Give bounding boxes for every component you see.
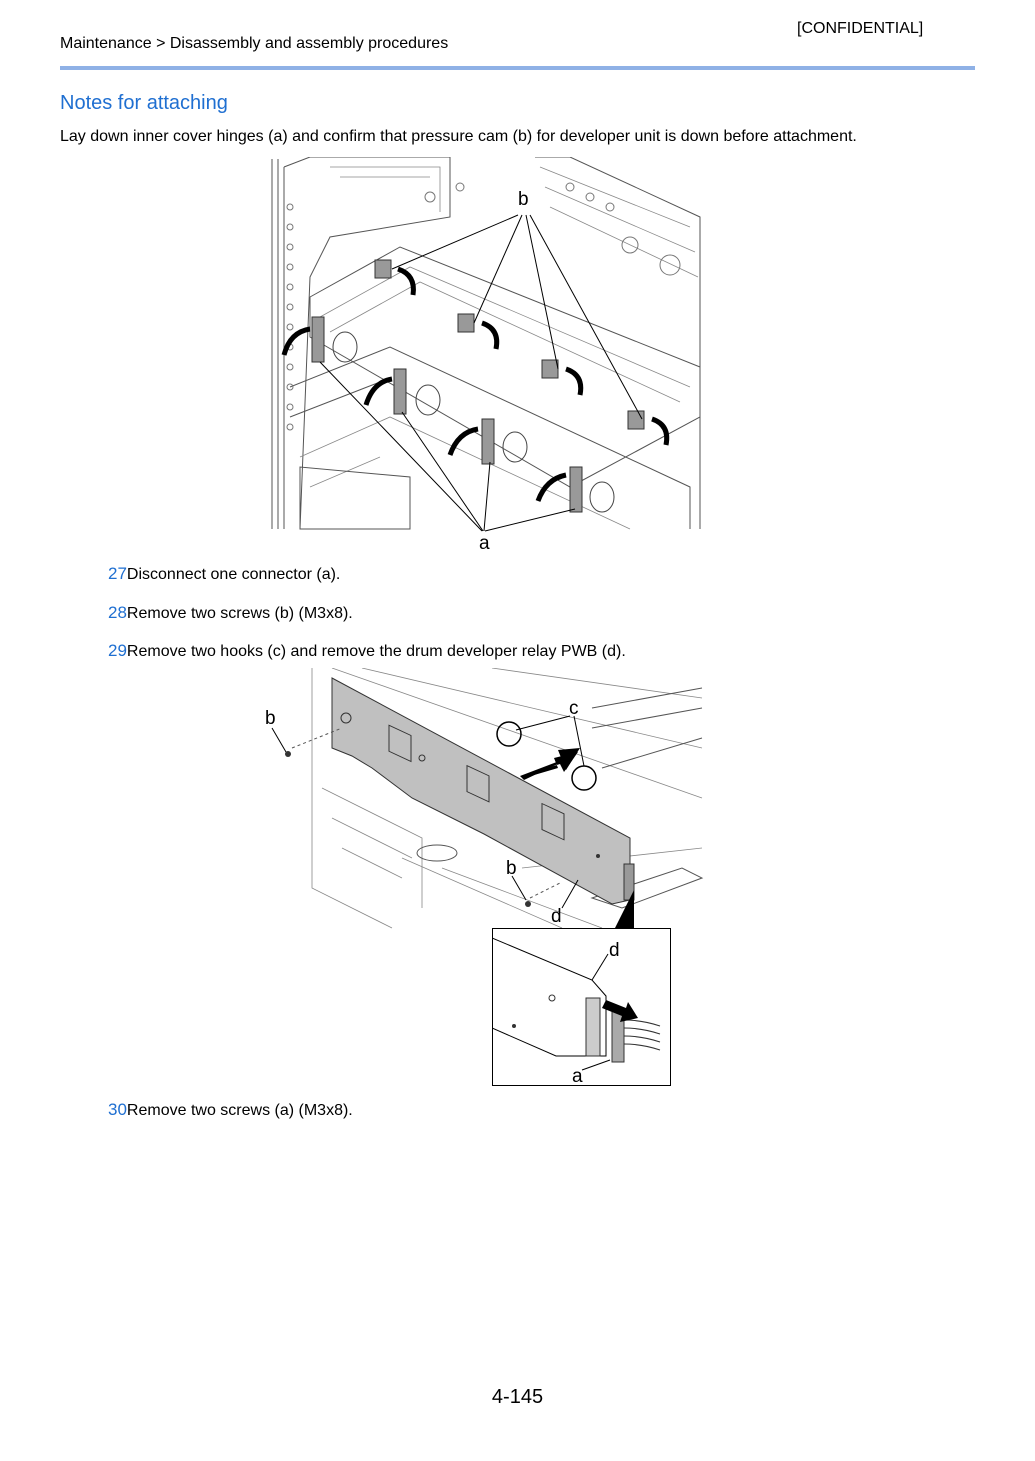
- callout-d: d: [551, 906, 562, 927]
- pwb-board: [331, 677, 635, 905]
- callout-b-top: b: [265, 708, 276, 729]
- callout-a: a: [479, 533, 490, 554]
- removal-arrow-body: [520, 748, 580, 780]
- step-number: 28: [108, 603, 127, 622]
- intro-text: Lay down inner cover hinges (a) and conf…: [60, 128, 857, 145]
- leader-lines: [271, 715, 585, 909]
- section-title: Notes for attaching: [60, 92, 228, 114]
- callout-b: b: [518, 189, 529, 210]
- leader-lines-a: [319, 361, 576, 532]
- inner-cover-hinges: [311, 316, 583, 513]
- machine-frame-drawing: [311, 668, 704, 929]
- step-text: Remove two screws (b) (M3x8).: [126, 605, 353, 622]
- step-number: 29: [108, 641, 127, 660]
- callout-a: a: [572, 1066, 583, 1087]
- step-30: 30Remove two screws (a) (M3x8).: [108, 1100, 353, 1120]
- step-number: 27: [108, 564, 127, 583]
- board-connector: [585, 997, 601, 1057]
- machine-frame-drawing: [271, 157, 701, 530]
- step-29: 29Remove two hooks (c) and remove the dr…: [108, 641, 626, 661]
- screw-holes: [286, 182, 681, 431]
- step-text: Remove two screws (a) (M3x8).: [126, 1102, 353, 1119]
- confidential-label: [CONFIDENTIAL]: [797, 20, 924, 37]
- step-number: 30: [108, 1100, 127, 1119]
- step-text: Remove two hooks (c) and remove the drum…: [126, 643, 626, 660]
- step-27: 27Disconnect one connector (a).: [108, 564, 340, 584]
- screws: [285, 751, 531, 907]
- relay-pwb-illustration: b c b d: [265, 668, 704, 930]
- breadcrumb: Maintenance > Disassembly and assembly p…: [60, 35, 449, 52]
- page-number: 4-145: [491, 1386, 544, 1408]
- pull-arrow: [602, 1000, 638, 1022]
- leader-lines-b: [391, 214, 643, 420]
- rollers: [332, 331, 615, 513]
- rotation-arrows: [281, 266, 670, 502]
- header-divider: [60, 66, 975, 70]
- connector-detail-illustration: d a: [492, 928, 671, 1087]
- developer-unit-illustration: b a: [271, 157, 701, 554]
- step-text: Disconnect one connector (a).: [126, 566, 341, 583]
- callout-d: d: [609, 940, 620, 961]
- zoom-pointer: [614, 890, 634, 930]
- step-28: 28Remove two screws (b) (M3x8).: [108, 603, 353, 623]
- callout-c: c: [569, 698, 579, 719]
- callout-b-bottom: b: [506, 858, 517, 879]
